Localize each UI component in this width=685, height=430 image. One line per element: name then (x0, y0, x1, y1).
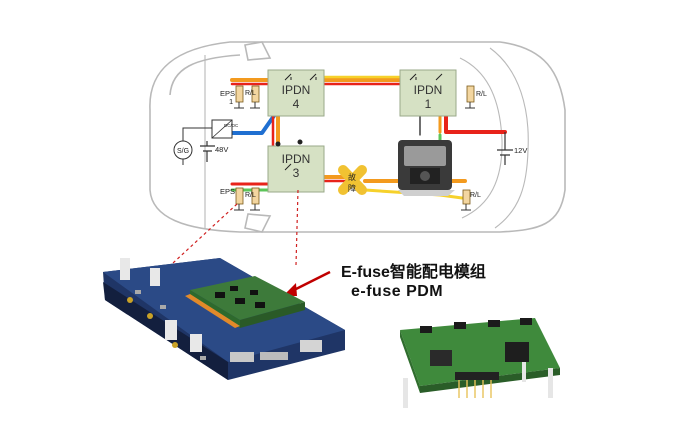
rl-top-left-label: R/L (245, 90, 256, 97)
starter-generator: S/G (173, 127, 212, 165)
ipdn-1-number: 1 (425, 97, 432, 111)
small-pcb (400, 318, 560, 408)
sg-label: S/G (177, 148, 189, 155)
eps-mid-label: EPS (220, 187, 235, 196)
callout-title: E-fuse智能配电模组 (341, 264, 486, 281)
fault-char-1: 故 (348, 172, 356, 182)
ipdn-3-module: IPDN 3 (267, 145, 325, 193)
eps-top-label: EPS (220, 89, 235, 98)
dashed-connectors (159, 189, 299, 276)
rl-mid-right-label: R/L (470, 192, 481, 199)
ipdn-4-name: IPDN (282, 83, 311, 97)
fault-marker: 故 障 (338, 165, 367, 195)
battery-48v: 48V (200, 141, 228, 162)
eps-top-load: EPS 1 R/L (220, 85, 260, 109)
rl-mid-left-label: R/L (245, 192, 256, 199)
eps-mid-load: EPS R/L (220, 187, 260, 211)
dcdc-converter: DC/DC (211, 119, 239, 139)
dcdc-label: DC/DC (224, 123, 239, 128)
ipdn-1-name: IPDN (414, 83, 443, 97)
ipdn-3-name: IPDN (282, 152, 311, 166)
ipdn-4-number: 4 (293, 97, 300, 111)
car-outline (149, 41, 566, 233)
actuator-image (398, 140, 455, 196)
v48-label: 48V (215, 145, 228, 154)
pdm-board (103, 258, 345, 380)
v12-label: 12V (514, 146, 527, 155)
rl-top-right-load: R/L (465, 85, 487, 109)
callout-subtitle: e-fuse PDM (351, 283, 444, 300)
ipdn-3-number: 3 (293, 166, 300, 180)
rl-top-right-label: R/L (476, 91, 487, 98)
fault-char-2: 障 (348, 183, 356, 193)
battery-12v: 12V (497, 132, 527, 165)
switch-symbols (275, 73, 443, 171)
eps-top-number: 1 (229, 97, 233, 106)
rl-mid-right-load: R/L (461, 189, 481, 211)
callout-arrow (283, 270, 331, 296)
ipdn-4-module: IPDN 4 (267, 69, 325, 117)
ipdn-1-module: IPDN 1 (399, 69, 457, 117)
